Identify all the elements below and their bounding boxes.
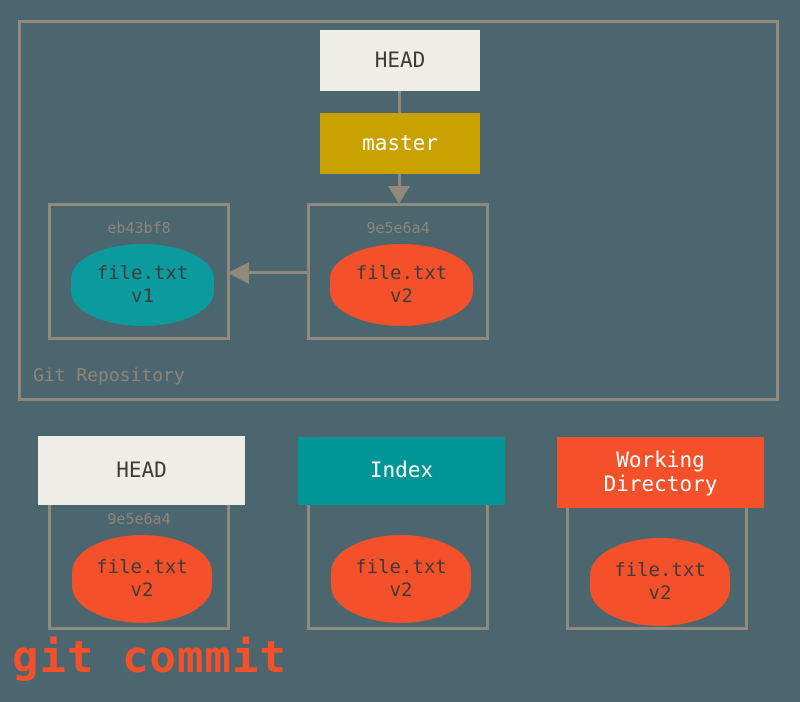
arrow-left-icon xyxy=(228,262,249,284)
stage-header-index-label: Index xyxy=(369,458,434,483)
command-caption: git commit xyxy=(12,632,287,683)
repo-master-branch-label: master xyxy=(362,130,438,155)
blob-version: v2 xyxy=(389,579,413,601)
repo-head-ref-box: HEAD xyxy=(320,30,480,91)
stage-header-head-label: HEAD xyxy=(116,457,167,482)
commit-hash-eb43bf8: eb43bf8 xyxy=(107,219,171,237)
stage-box-head: 9e5e6a4 file.txt v2 xyxy=(48,505,230,630)
blob-eb43bf8: file.txt v1 xyxy=(71,244,214,326)
blob-9e5e6a4: file.txt v2 xyxy=(330,244,473,326)
commit-box-eb43bf8: eb43bf8 file.txt v1 xyxy=(48,203,230,340)
stage-box-working-directory: file.txt v2 xyxy=(566,508,748,630)
connector-master-to-commit xyxy=(398,174,401,188)
repo-head-ref-label: HEAD xyxy=(374,47,426,72)
stage-header-index: Index xyxy=(298,437,505,505)
stage-header-workdir-label-line1: Working xyxy=(616,447,705,472)
git-repository-label: Git Repository xyxy=(33,365,185,386)
stage-header-working-directory: Working Directory xyxy=(557,437,764,508)
arrow-down-icon xyxy=(388,186,410,204)
stage-head-hash: 9e5e6a4 xyxy=(107,510,171,528)
stage-index-blob: file.txt v2 xyxy=(331,535,471,623)
repo-master-branch-box: master xyxy=(320,113,480,174)
connector-head-to-master xyxy=(398,91,401,113)
stage-header-workdir-label-line2: Directory xyxy=(603,471,718,496)
blob-version: v2 xyxy=(390,285,413,307)
stage-head-blob: file.txt v2 xyxy=(72,535,212,623)
blob-version: v2 xyxy=(648,582,672,604)
blob-filename: file.txt xyxy=(96,262,189,285)
blob-filename: file.txt xyxy=(614,559,706,582)
stage-header-head: HEAD xyxy=(38,436,245,505)
blob-version: v2 xyxy=(130,579,154,601)
git-repository-frame xyxy=(18,20,779,401)
stage-workdir-blob: file.txt v2 xyxy=(590,538,730,626)
connector-commit-parent-line xyxy=(248,271,310,274)
blob-filename: file.txt xyxy=(96,556,188,579)
blob-filename: file.txt xyxy=(355,556,447,579)
stage-box-index: file.txt v2 xyxy=(307,505,489,630)
commit-box-9e5e6a4: 9e5e6a4 file.txt v2 xyxy=(307,203,489,340)
blob-version: v1 xyxy=(131,285,154,307)
commit-hash-9e5e6a4: 9e5e6a4 xyxy=(366,219,430,237)
blob-filename: file.txt xyxy=(355,262,448,285)
